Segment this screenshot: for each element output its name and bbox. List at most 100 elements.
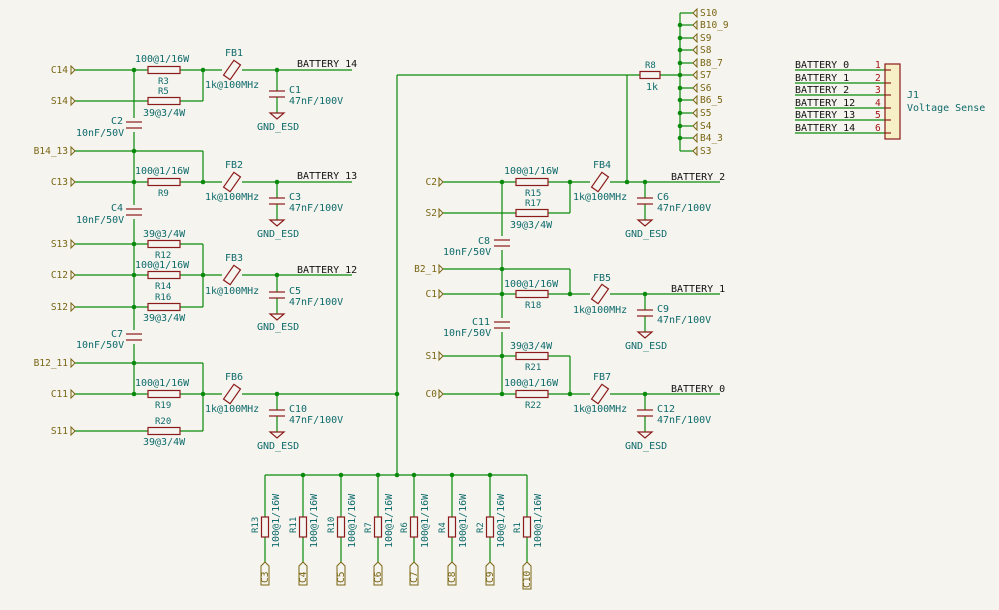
resistor-R15: 100@1/16W R15 xyxy=(504,166,559,199)
resistor-R21: 39@3/4W R21 xyxy=(510,341,553,373)
svg-text:C3: C3 xyxy=(260,572,271,583)
ferrite-FB2: FB2 1k@100MHz BATTERY 13 xyxy=(205,160,357,203)
ferrite-value: 1k@100MHz xyxy=(205,192,259,203)
svg-text:S10: S10 xyxy=(700,8,717,19)
top-right-labels: S10 B10_9 S9 S8 B8_7 S7 S6 B6_5 S5 S4 B4… xyxy=(692,7,729,157)
capacitor-C5: C5 47nF/100V GND_ESD xyxy=(257,286,343,333)
capacitor-value: 47nF/100V xyxy=(289,203,343,214)
resistor-value: 100@1/16W xyxy=(135,260,190,271)
resistor-ref: R5 xyxy=(158,87,169,97)
ferrite-FB6: FB6 1k@100MHz xyxy=(205,372,259,415)
global-label-C7: C7 xyxy=(409,561,420,586)
capacitor-ref: C10 xyxy=(289,404,307,415)
connector-J1: 1 2 3 4 5 6 BATTERY 0 BATTERY 1 BATTERY … xyxy=(795,60,985,140)
connector-net-label: BATTERY 1 xyxy=(795,73,849,84)
svg-text:B12_11: B12_11 xyxy=(34,358,69,369)
global-label-C0: C0 xyxy=(426,388,444,400)
resistor-ref: R4 xyxy=(438,522,448,533)
resistor-R5: R5 39@3/4W xyxy=(143,87,186,119)
svg-text:S6: S6 xyxy=(700,83,712,94)
capacitor-C3: C3 47nF/100V GND_ESD xyxy=(257,192,343,240)
capacitor-ref: C8 xyxy=(478,236,490,247)
ferrite-value: 1k@100MHz xyxy=(573,404,627,415)
svg-text:B4_3: B4_3 xyxy=(700,133,723,144)
resistor-ref: R17 xyxy=(525,199,541,209)
pin-number: 2 xyxy=(875,73,881,84)
resistor-R18: 100@1/16W R18 xyxy=(504,279,559,311)
ferrite-FB4: FB4 1k@100MHz BATTERY 2 xyxy=(573,160,725,203)
capacitor-ref: C6 xyxy=(657,192,669,203)
resistor-R9: 100@1/16W R9 xyxy=(135,166,190,199)
capacitor-value: 47nF/100V xyxy=(657,415,711,426)
svg-text:C12: C12 xyxy=(51,270,68,281)
resistor-R20: R20 39@3/4W xyxy=(143,417,186,448)
global-label-B4_3: B4_3 xyxy=(692,132,723,144)
resistor-R7: R7 100@1/16W xyxy=(364,493,395,548)
resistor-value: 1k xyxy=(646,82,658,93)
capacitor-C9: C9 47nF/100V GND_ESD xyxy=(625,304,711,352)
capacitor-C4: C4 10nF/50V xyxy=(76,203,142,226)
resistor-ref: R11 xyxy=(289,517,299,533)
svg-text:S14: S14 xyxy=(51,96,68,107)
resistor-value: 100@1/16W xyxy=(458,493,469,548)
connector-net-label: BATTERY 0 xyxy=(795,60,849,71)
net-label: BATTERY 2 xyxy=(671,172,725,183)
capacitor-ref: C12 xyxy=(657,404,675,415)
capacitor-C10: C10 47nF/100V GND_ESD xyxy=(257,404,343,452)
global-label-C13: C13 xyxy=(51,176,76,188)
global-label-S1: S1 xyxy=(426,350,444,362)
svg-text:S4: S4 xyxy=(700,121,712,132)
pin-number: 3 xyxy=(875,85,881,96)
global-label-S14: S14 xyxy=(51,95,76,107)
resistor-ref: R19 xyxy=(155,401,171,411)
capacitor-ref: C3 xyxy=(289,192,301,203)
svg-text:S2: S2 xyxy=(426,208,437,219)
bottom-labels: C3 C4 C5 C6 C7 C8 C9 C10 xyxy=(260,561,533,590)
ferrite-FB3: FB3 1k@100MHz BATTERY 12 xyxy=(205,253,357,297)
connector-net-label: BATTERY 13 xyxy=(795,110,855,121)
svg-text:B2_1: B2_1 xyxy=(414,264,437,275)
junctions xyxy=(131,22,683,478)
resistor-ref: R1 xyxy=(513,522,523,533)
ferrite-ref: FB7 xyxy=(593,372,611,383)
capacitor-C11: C11 10nF/50V xyxy=(443,317,510,339)
svg-text:S13: S13 xyxy=(51,239,68,250)
resistor-R11: R11 100@1/16W xyxy=(289,493,320,548)
capacitor-ref: C2 xyxy=(111,116,123,127)
global-label-S11: S11 xyxy=(51,425,76,437)
global-label-C9: C9 xyxy=(485,561,496,586)
net-label: BATTERY 12 xyxy=(297,265,357,276)
gnd-label: GND_ESD xyxy=(625,229,667,240)
resistor-R4: R4 100@1/16W xyxy=(438,493,469,548)
connector-net-label: BATTERY 14 xyxy=(795,123,855,134)
capacitor-value: 10nF/50V xyxy=(76,340,124,351)
capacitor-value: 47nF/100V xyxy=(657,315,711,326)
resistor-R2: R2 100@1/16W xyxy=(476,493,507,548)
ferrite-ref: FB2 xyxy=(225,160,243,171)
resistor-value: 100@1/16W xyxy=(309,493,320,548)
connector-net-label: BATTERY 2 xyxy=(795,85,849,96)
svg-text:C9: C9 xyxy=(485,571,496,583)
ferrite-FB1: FB1 1k@100MHz BATTERY 14 xyxy=(205,48,357,91)
global-label-C8: C8 xyxy=(447,561,458,586)
capacitor-ref: C5 xyxy=(289,286,301,297)
resistor-R14: 100@1/16W R14 xyxy=(135,260,190,292)
global-label-C2: C2 xyxy=(426,176,444,188)
resistor-ref: R14 xyxy=(155,282,171,292)
resistor-R13: R13 100@1/16W xyxy=(251,493,282,548)
net-label: BATTERY 1 xyxy=(671,284,725,295)
wires xyxy=(75,12,885,562)
capacitor-ref: C7 xyxy=(111,329,123,340)
resistor-value: 100@1/16W xyxy=(271,493,282,548)
global-label-C4: C4 xyxy=(298,561,309,586)
capacitor-value: 10nF/50V xyxy=(443,247,491,258)
global-label-C5: C5 xyxy=(336,561,347,586)
left-labels: C14 S14 B14_13 C13 S13 C12 S12 B12_11 C1… xyxy=(34,64,76,437)
global-label-S4: S4 xyxy=(692,120,712,132)
resistor-value: 100@1/16W xyxy=(533,493,544,548)
resistor-R10: R10 100@1/16W xyxy=(327,493,358,548)
capacitor-value: 47nF/100V xyxy=(657,203,711,214)
svg-text:C6: C6 xyxy=(373,571,384,583)
global-label-S12: S12 xyxy=(51,301,76,313)
svg-text:C14: C14 xyxy=(51,65,68,76)
